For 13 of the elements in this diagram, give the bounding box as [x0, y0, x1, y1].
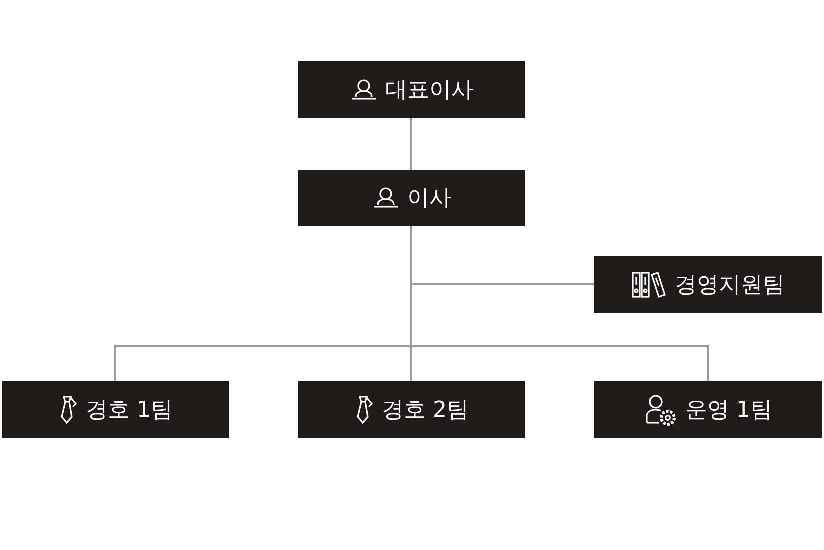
org-box	[594, 256, 822, 313]
org-box	[298, 61, 525, 118]
org-label: 경호 2팀	[382, 396, 469, 424]
org-box	[298, 170, 525, 226]
connector-line	[410, 118, 412, 170]
org-box	[594, 381, 822, 438]
org-box	[298, 381, 525, 438]
org-label: 경호 1팀	[86, 396, 173, 424]
org-label: 경영지원팀	[675, 272, 785, 300]
org-label: 운영 1팀	[686, 396, 772, 424]
org-label: 이사	[408, 185, 452, 213]
org-label: 대표이사	[386, 76, 474, 104]
org-box	[2, 381, 229, 438]
